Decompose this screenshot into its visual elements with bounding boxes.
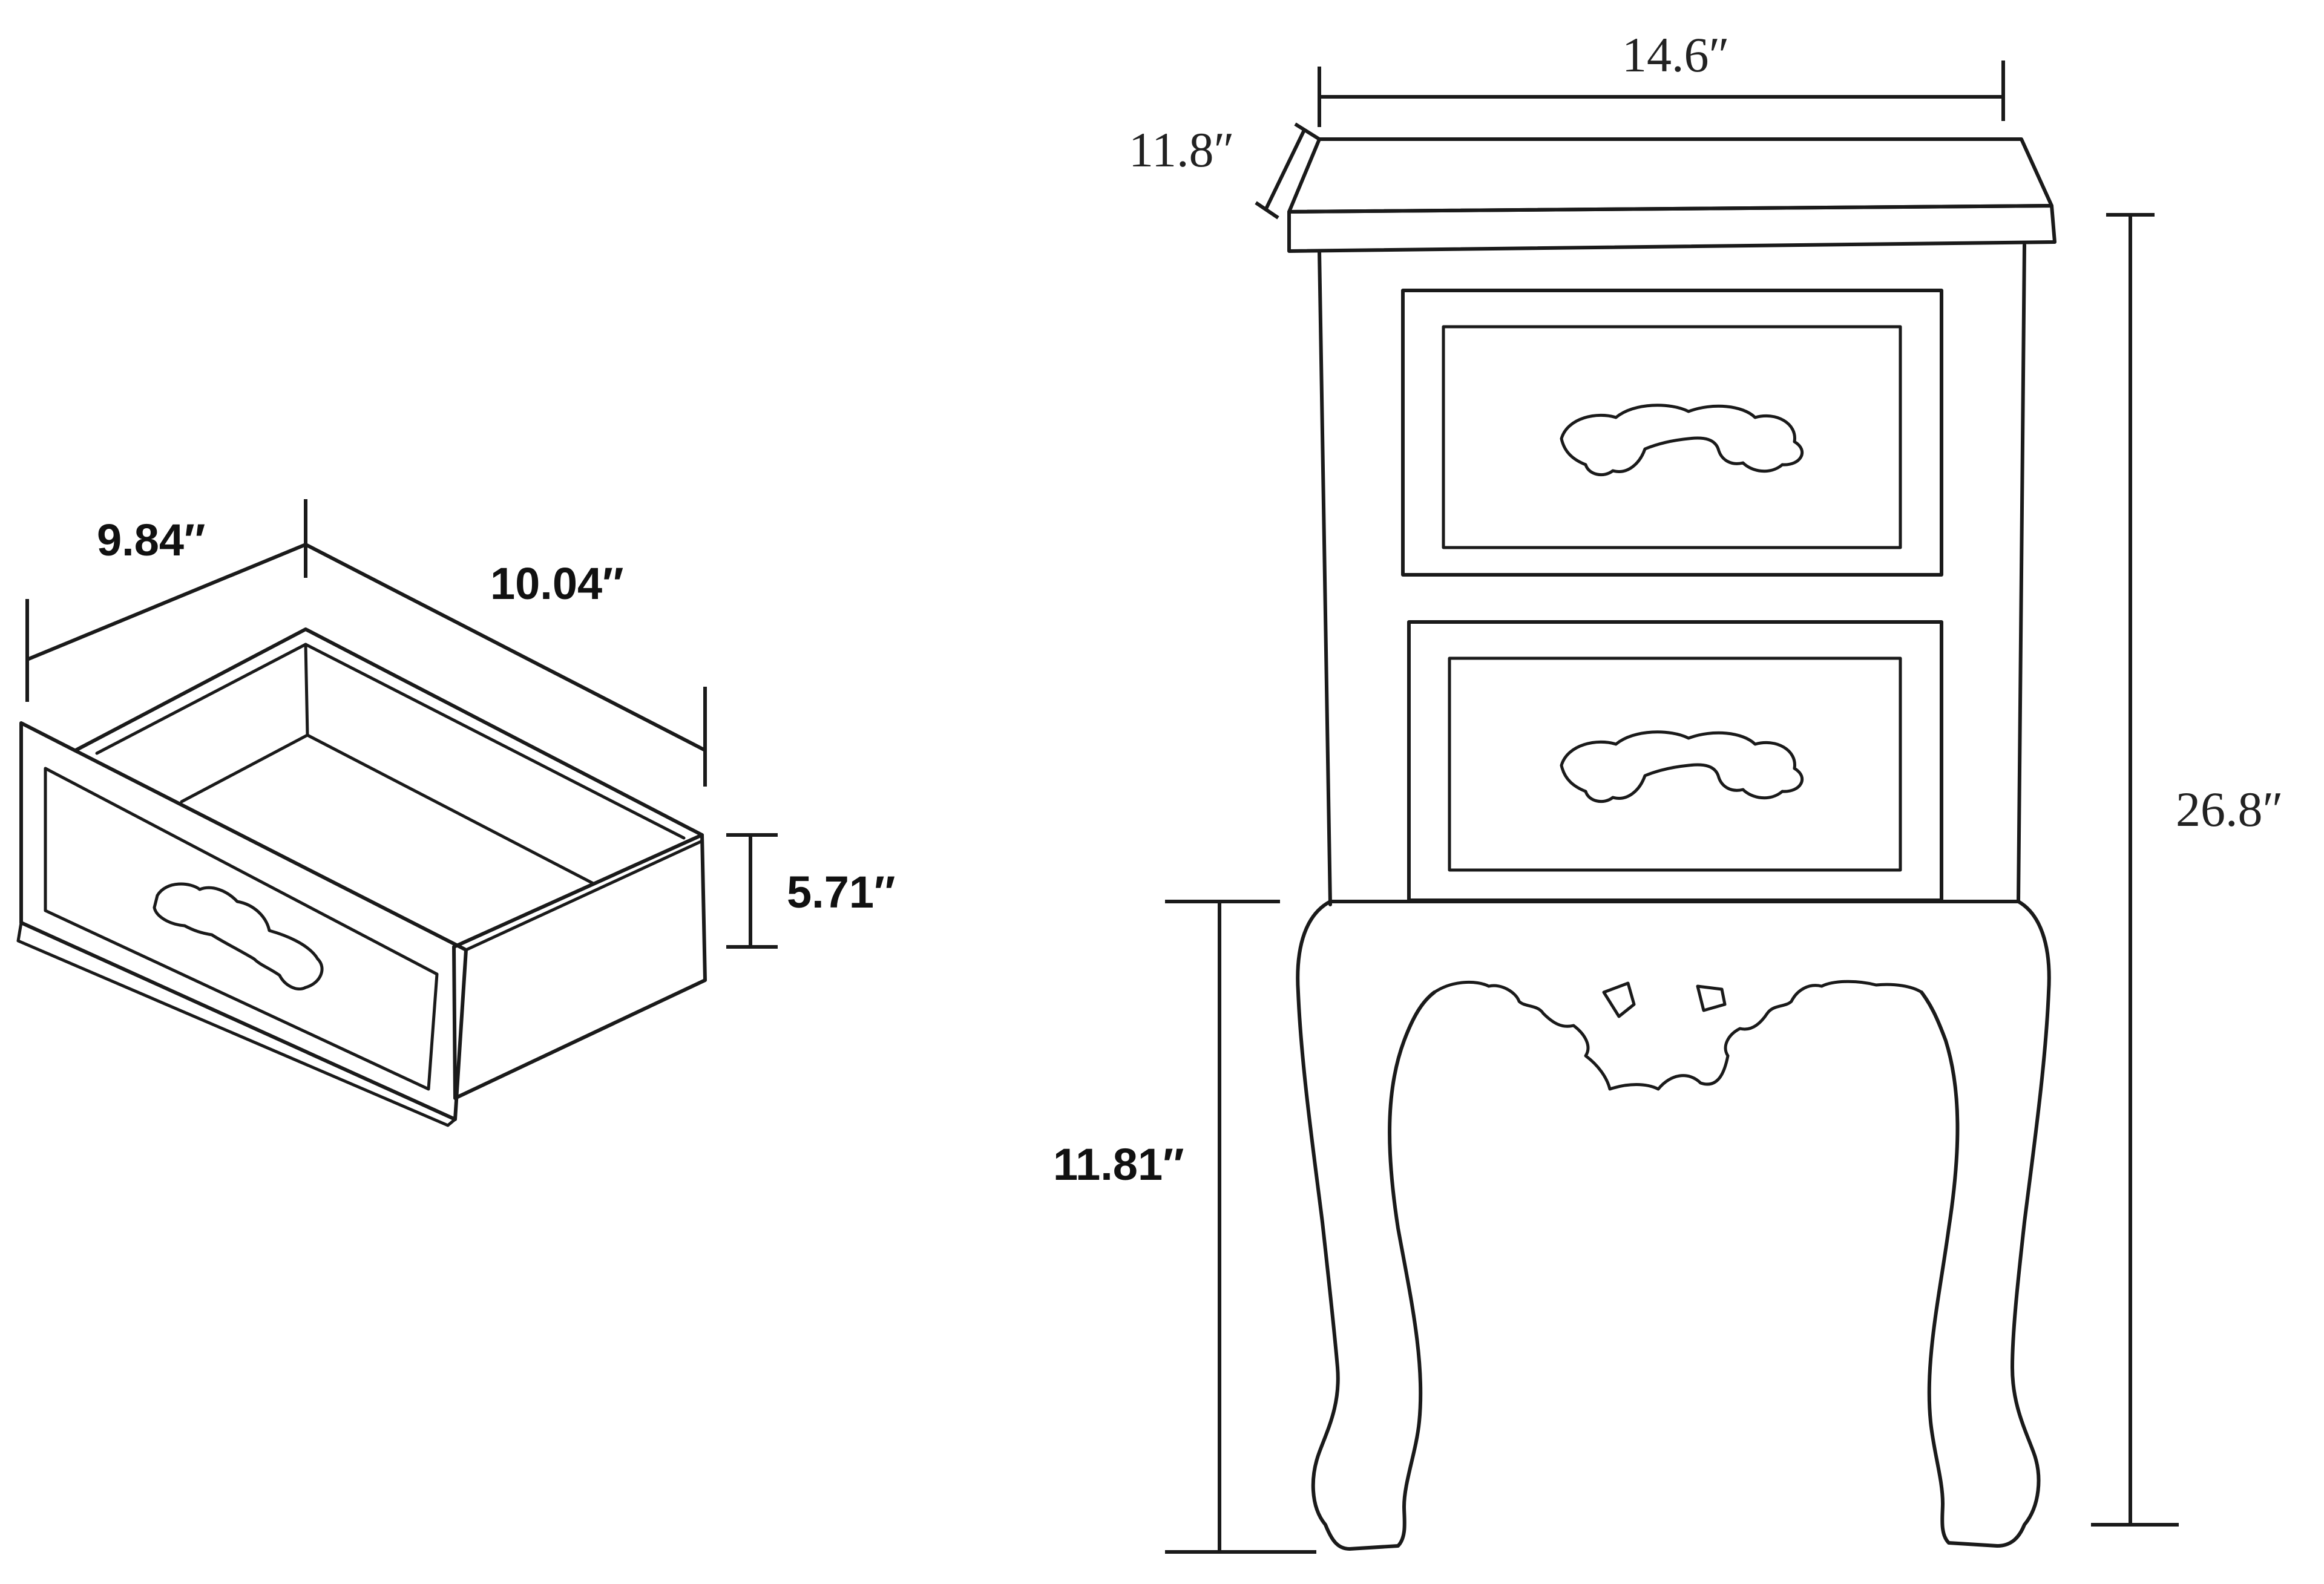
nightstand-depth-tick-top <box>1294 122 1321 141</box>
nightstand-left-side <box>1318 249 1332 906</box>
nightstand-right-side <box>2017 243 2026 903</box>
apron-carving-right <box>1696 984 1727 1012</box>
drawer-handle-icon <box>153 882 324 990</box>
upper-drawer-panel <box>1442 325 1902 549</box>
nightstand-depth-dimension-line <box>1264 129 1306 210</box>
nightstand-carved-apron <box>1433 980 1923 1091</box>
nightstand-height-label: 26.8″ <box>2176 782 2283 837</box>
drawer-width-label: 9.84″ <box>97 515 205 565</box>
lower-drawer-front <box>1407 620 1943 902</box>
lower-drawer-handle-icon <box>1560 730 1804 803</box>
drawer-front-bottom-edge <box>16 921 457 1127</box>
nightstand-top-slab <box>1287 137 2053 214</box>
nightstand-top-edge <box>1287 204 2056 253</box>
apron-carving-left <box>1602 981 1636 1018</box>
nightstand-illustration: 14.6″ 11.8″ 26.8″ 11.81″ <box>1053 27 2283 1554</box>
drawer-width-dimension-line <box>26 543 307 661</box>
drawer-inner-corner <box>304 643 309 737</box>
drawer-side-top-edge <box>464 839 704 952</box>
nightstand-depth-label: 11.8″ <box>1129 122 1235 177</box>
nightstand-left-leg <box>1296 900 1436 1551</box>
lower-drawer-panel <box>1448 656 1902 872</box>
nightstand-right-leg <box>1920 900 2051 1548</box>
drawer-floor-edges <box>180 733 595 885</box>
drawer-back-wall <box>74 627 704 837</box>
leg-height-label: 11.81″ <box>1053 1139 1184 1190</box>
drawer-height-label: 5.71″ <box>787 867 895 917</box>
drawer-depth-dimension-line <box>304 543 706 752</box>
drawer-depth-label: 10.04″ <box>490 558 624 609</box>
upper-drawer-front <box>1401 289 1943 577</box>
upper-drawer-handle-icon <box>1560 404 1804 477</box>
drawer-illustration: 9.84″ 10.04″ 5.71″ <box>16 499 895 1127</box>
drawer-front-panel <box>44 767 439 1091</box>
drawer-right-side <box>452 833 707 1100</box>
nightstand-depth-tick-bottom <box>1255 201 1279 220</box>
nightstand-width-label: 14.6″ <box>1622 27 1730 82</box>
